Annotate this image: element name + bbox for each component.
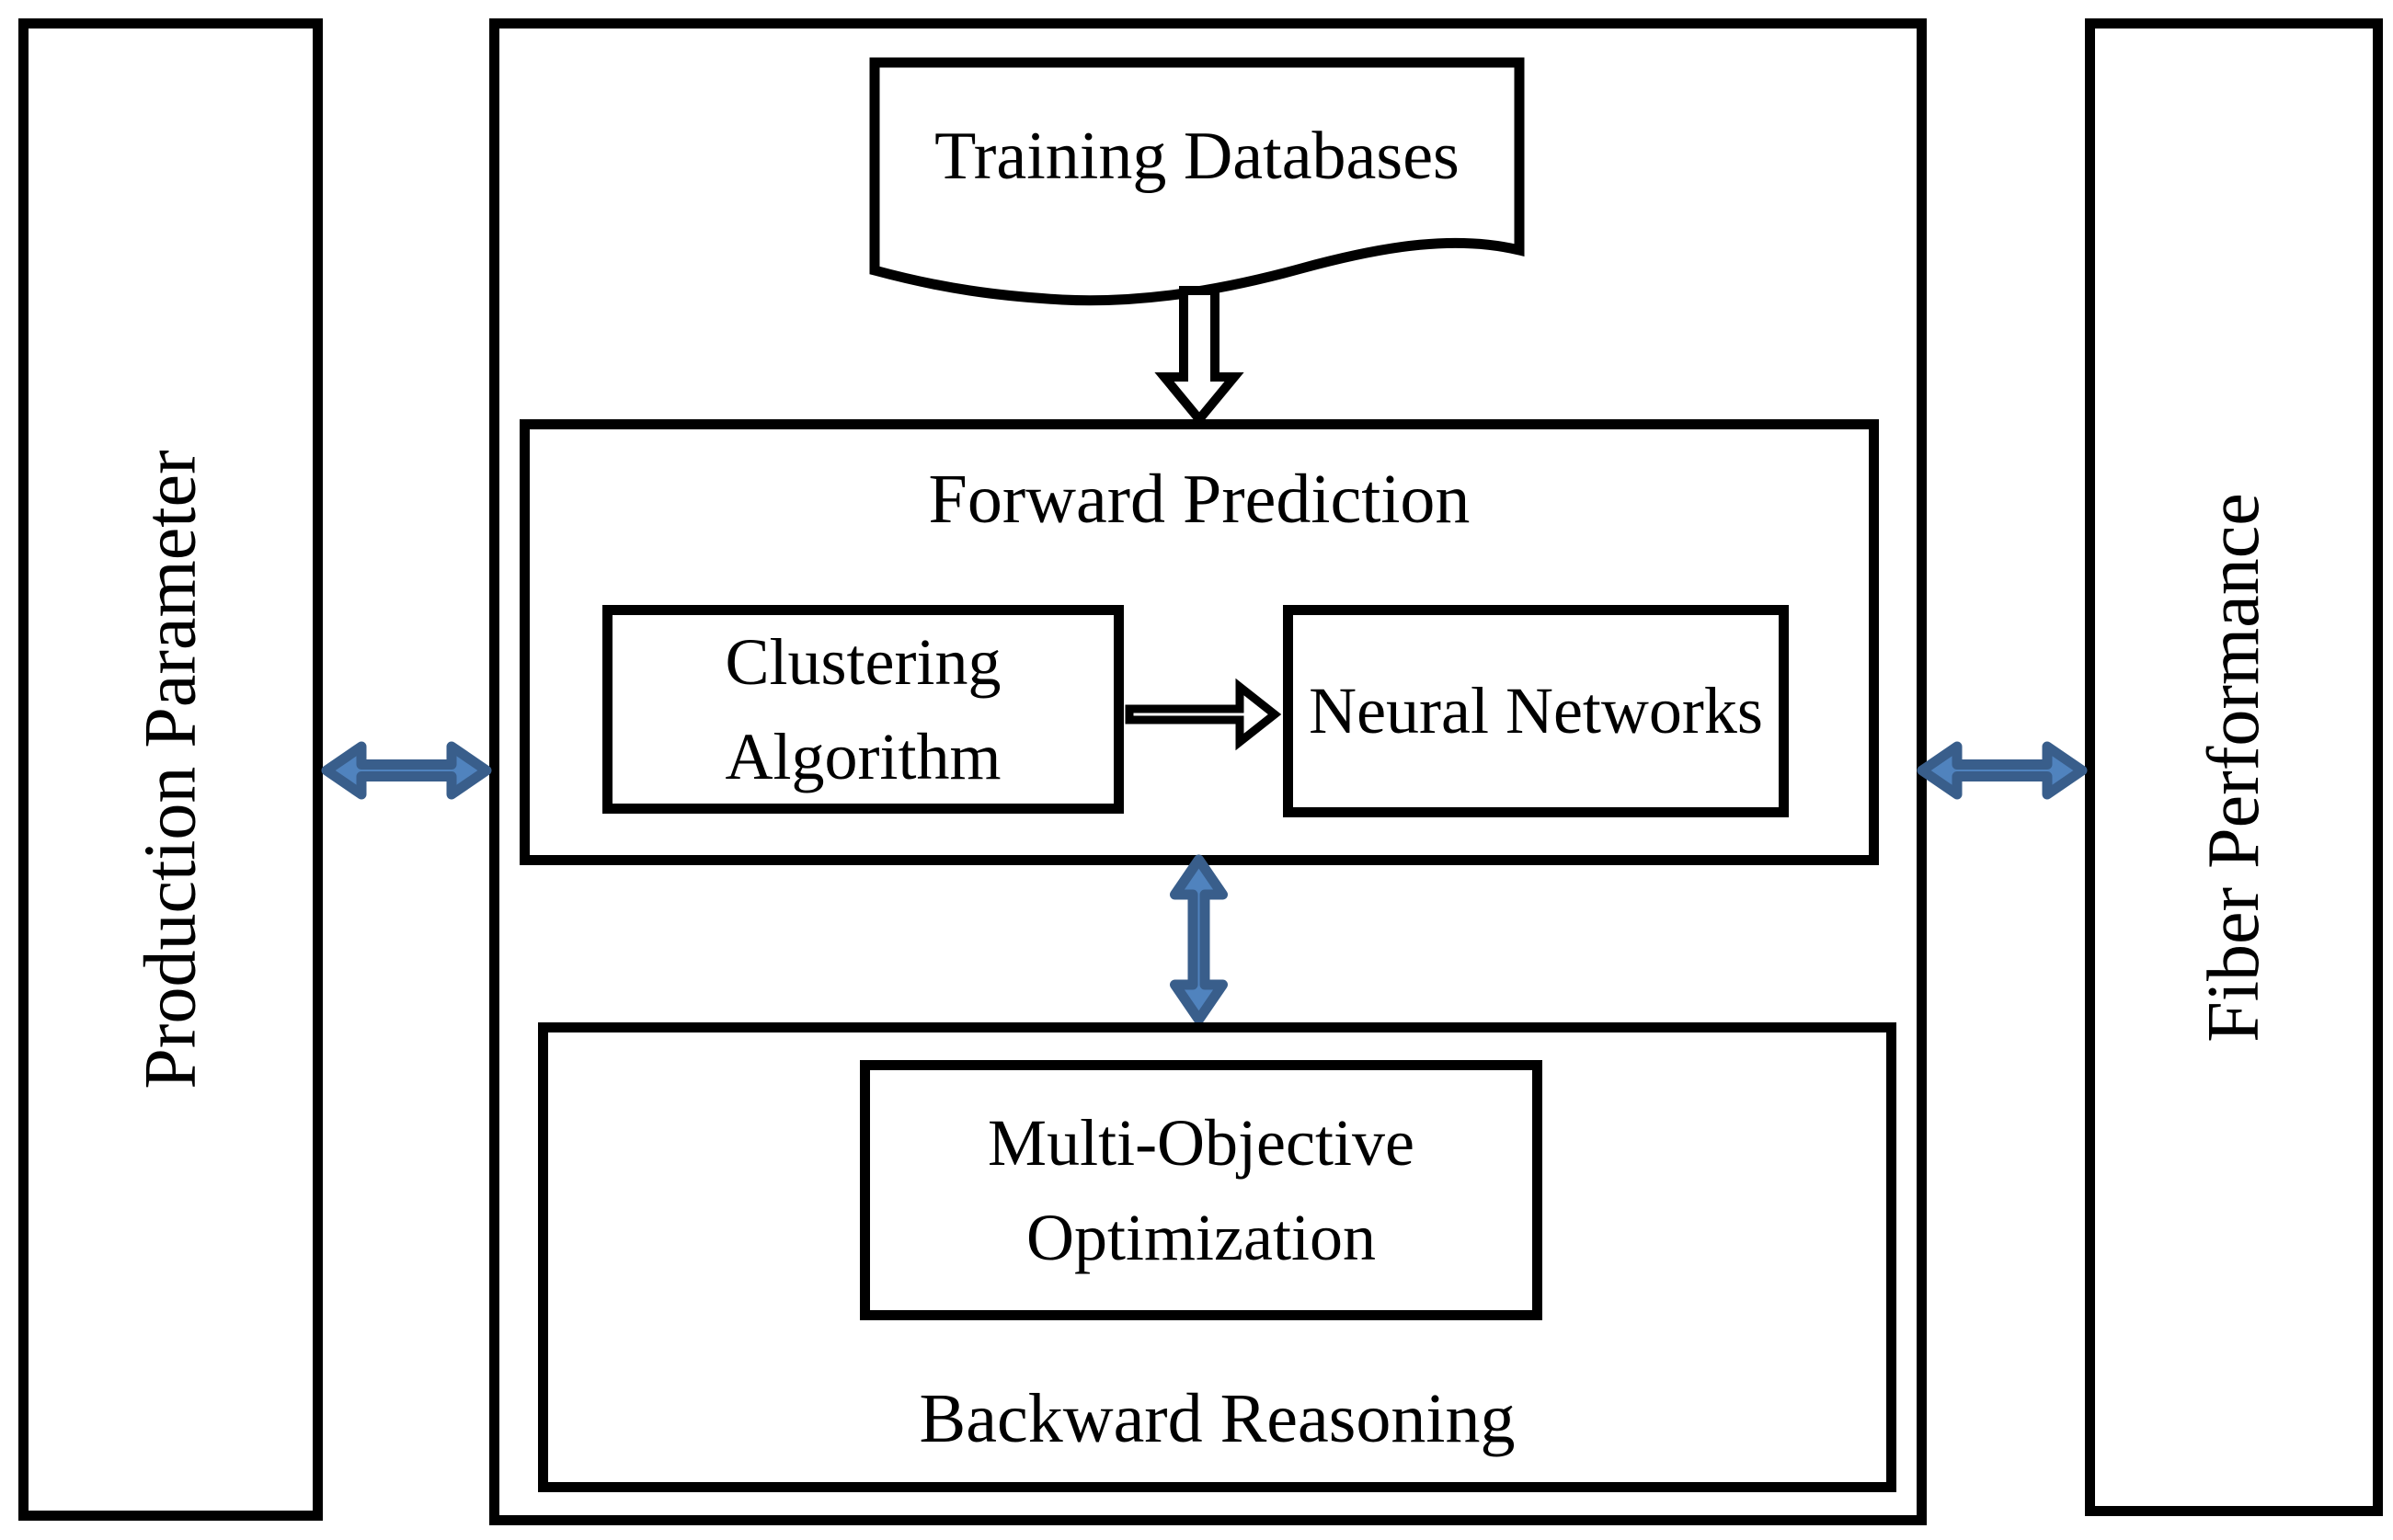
multi-objective-optimization-label: Multi-Objective Optimization bbox=[988, 1105, 1414, 1274]
fiber-performance-panel: Fiber Performance bbox=[2085, 18, 2383, 1516]
training-databases-label: Training Databases bbox=[934, 119, 1460, 194]
fiber-performance-label: Fiber Performance bbox=[2193, 492, 2275, 1043]
clustering-algorithm-box: Clustering Algorithm bbox=[602, 605, 1124, 814]
neural-networks-label: Neural Networks bbox=[1309, 674, 1763, 747]
production-parameter-label: Production Parameter bbox=[130, 450, 212, 1089]
forward-prediction-label: Forward Prediction bbox=[928, 461, 1471, 538]
vertical-double-arrow-icon bbox=[1170, 854, 1228, 1025]
backward-reasoning-label: Backward Reasoning bbox=[919, 1380, 1516, 1457]
multi-objective-optimization-box: Multi-Objective Optimization bbox=[860, 1060, 1542, 1320]
right-arrow-icon bbox=[1125, 678, 1282, 751]
clustering-algorithm-label: Clustering Algorithm bbox=[725, 624, 1002, 793]
neural-networks-box: Neural Networks bbox=[1283, 605, 1789, 817]
left-horizontal-double-arrow-icon bbox=[321, 741, 492, 800]
right-horizontal-double-arrow-icon bbox=[1917, 741, 2088, 800]
production-parameter-panel: Production Parameter bbox=[18, 18, 323, 1521]
down-arrow-icon bbox=[1154, 286, 1244, 427]
